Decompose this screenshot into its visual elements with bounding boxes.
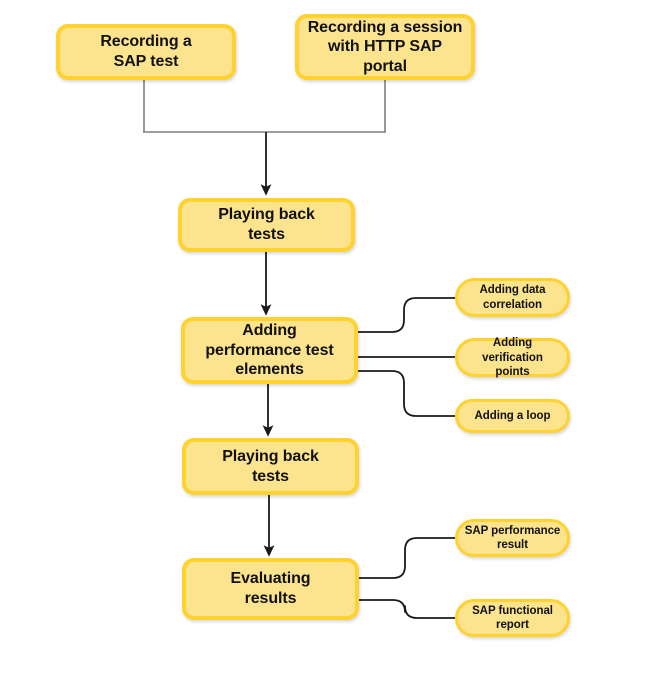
connector-elbow-to-sap-performance-result: [359, 537, 455, 579]
node-adding-performance-test-elements[interactable]: Adding performance test elements: [181, 317, 358, 384]
node-sap-performance-result[interactable]: SAP performance result: [455, 519, 570, 557]
node-label: Adding performance test elements: [205, 322, 334, 379]
node-adding-data-correlation[interactable]: Adding data correlation: [455, 278, 570, 317]
connector-elbow-to-adding-loop: [358, 370, 455, 417]
node-recording-http-sap-portal[interactable]: Recording a session with HTTP SAP portal: [295, 14, 475, 80]
node-adding-a-loop[interactable]: Adding a loop: [455, 399, 570, 433]
node-evaluating-results[interactable]: Evaluating results: [182, 558, 359, 620]
node-adding-verification-points[interactable]: Adding verification points: [455, 337, 570, 378]
node-label: Adding verification points: [482, 337, 543, 378]
node-label: Playing back tests: [218, 206, 315, 243]
node-label: SAP functional report: [472, 604, 553, 631]
node-playing-back-tests-1[interactable]: Playing back tests: [178, 198, 355, 252]
node-label: Adding data correlation: [479, 284, 546, 311]
connector-elbow-to-sap-functional-report: [359, 599, 455, 619]
node-label: Recording a session with HTTP SAP portal: [307, 18, 463, 75]
node-sap-functional-report[interactable]: SAP functional report: [455, 599, 570, 637]
node-playing-back-tests-2[interactable]: Playing back tests: [182, 438, 359, 495]
node-label: Adding a loop: [474, 409, 551, 422]
node-label: SAP performance result: [464, 524, 561, 551]
node-label: Recording a SAP test: [100, 33, 192, 70]
node-label: Playing back tests: [222, 447, 319, 485]
node-label: Evaluating results: [230, 570, 311, 607]
node-recording-sap-test[interactable]: Recording a SAP test: [56, 24, 236, 80]
connector-elbow-to-data-correlation: [358, 297, 455, 333]
